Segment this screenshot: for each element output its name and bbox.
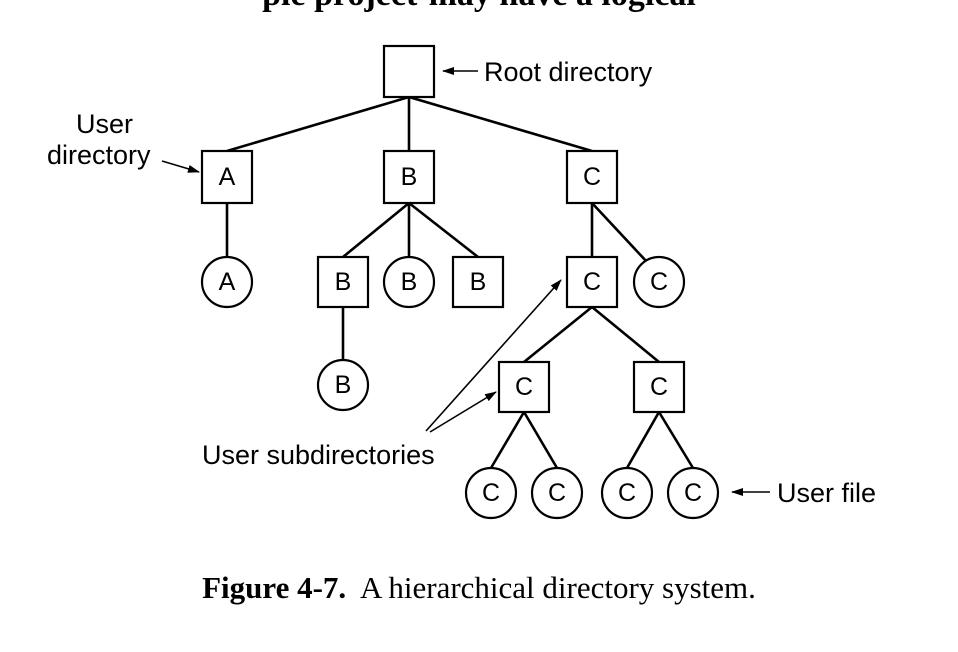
figure-caption-label: Figure 4-7. xyxy=(202,570,347,605)
file-label-c-f1: C xyxy=(482,479,500,507)
user-directory-label-line2: directory xyxy=(47,140,151,170)
file-label-c1: C xyxy=(650,268,668,296)
edge-b-bdir2 xyxy=(408,201,479,259)
node-label-b-sub: B xyxy=(335,268,352,296)
directory-node-b-sub: B xyxy=(316,255,370,309)
file-node-b1: B xyxy=(382,255,436,309)
edge-b-bsub xyxy=(342,201,410,259)
file-label-a: A xyxy=(219,268,236,296)
edge-root-c xyxy=(408,95,593,153)
file-label-b1: B xyxy=(401,268,418,296)
file-node-c-f3: C xyxy=(600,466,654,520)
edge-c-cfile xyxy=(591,202,648,263)
file-node-c1: C xyxy=(632,255,686,309)
directory-node-c: C xyxy=(565,149,619,205)
file-node-c-f4: C xyxy=(666,466,720,520)
root-directory-node xyxy=(382,44,436,99)
directory-node-c-sub-a: C xyxy=(497,360,551,414)
edge-root-a xyxy=(226,95,410,153)
edge-csub1b-f4 xyxy=(657,411,695,469)
node-label-c-sub-b: C xyxy=(650,373,668,401)
file-label-c-f4: C xyxy=(684,479,702,507)
annotation-labels: Root directory User directory User subdi… xyxy=(47,57,876,508)
root-directory-label: Root directory xyxy=(484,57,653,87)
node-label-c-sub-a: C xyxy=(515,373,533,401)
directory-nodes: A B C B B C C C xyxy=(200,44,686,414)
user-subdirectories-arrow-upper xyxy=(425,279,562,432)
node-label-a: A xyxy=(219,163,236,191)
figure-caption: Figure 4-7. A hierarchical directory sys… xyxy=(0,570,958,606)
edge-csub-csub1b xyxy=(591,305,660,364)
directory-node-c-sub: C xyxy=(565,255,619,309)
node-label-c-sub: C xyxy=(583,268,601,296)
directory-node-a: A xyxy=(200,149,254,205)
file-label-c-f3: C xyxy=(618,479,636,507)
file-nodes: A B B C C C C C xyxy=(200,255,720,520)
user-directory-label-line1: User xyxy=(76,109,133,139)
file-label-c-f2: C xyxy=(548,479,566,507)
user-subdirectories-arrow-lower xyxy=(429,391,497,433)
node-label-c: C xyxy=(583,163,601,191)
directory-node-b-dir2: B xyxy=(451,255,505,309)
directory-node-c-sub-b: C xyxy=(632,360,686,414)
file-label-b-sub: B xyxy=(335,371,352,399)
node-label-b-dir2: B xyxy=(470,268,487,296)
annotation-arrows xyxy=(161,67,770,496)
file-node-c-f1: C xyxy=(464,466,518,520)
user-subdirectories-label: User subdirectories xyxy=(202,440,435,470)
node-label-b: B xyxy=(401,163,418,191)
directory-node-b: B xyxy=(382,149,436,205)
file-node-c-f2: C xyxy=(530,466,584,520)
edge-csub1b-f3 xyxy=(625,411,661,469)
user-directory-arrow xyxy=(161,160,200,173)
tree-edges xyxy=(225,95,695,469)
edge-csub-csub1a xyxy=(523,305,593,364)
truncated-heading-fragment: ple project-may have a logical xyxy=(0,0,958,16)
edge-csub1a-f2 xyxy=(522,411,559,469)
file-node-a: A xyxy=(200,255,254,309)
user-file-label: User file xyxy=(777,478,876,508)
figure-caption-text: A hierarchical directory system. xyxy=(359,570,756,605)
file-node-b-sub: B xyxy=(316,358,370,412)
edge-csub1a-f1 xyxy=(489,411,526,469)
